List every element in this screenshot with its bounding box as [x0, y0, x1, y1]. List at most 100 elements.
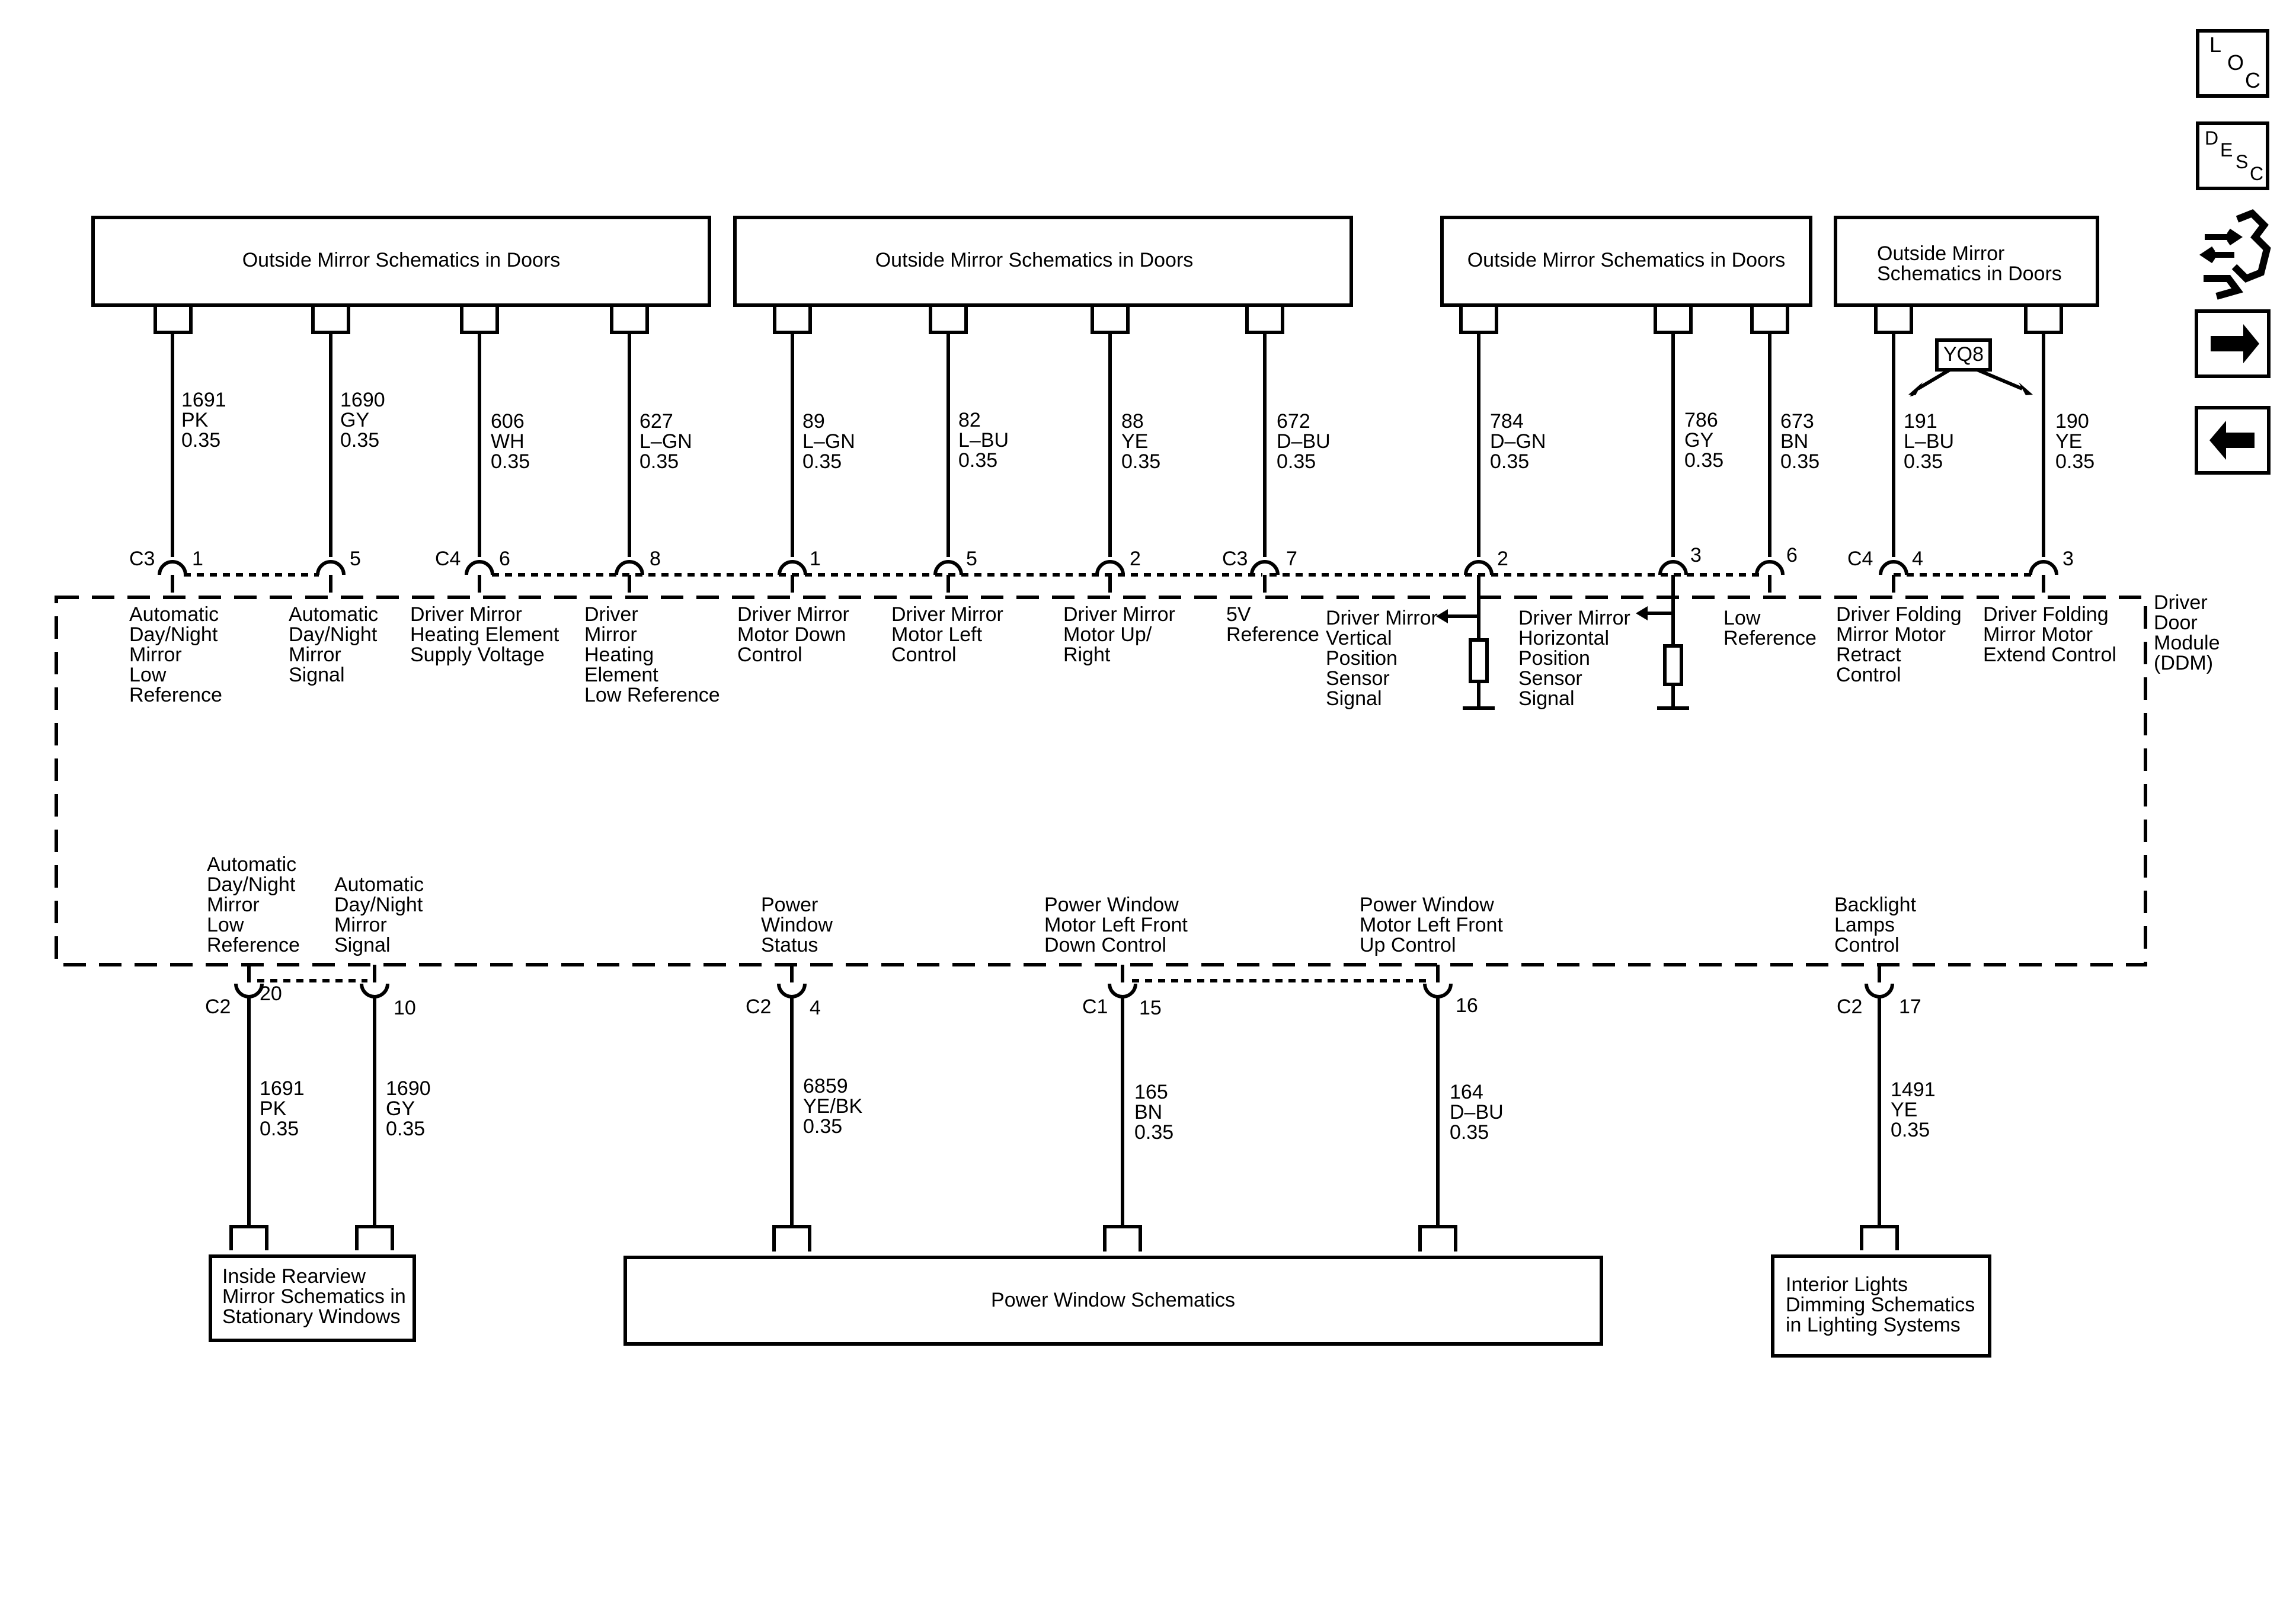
- circuit-function: Control: [1836, 664, 1901, 686]
- top-block-label: Outside Mirror Schematics in Doors: [1467, 249, 1786, 271]
- pin-number: 16: [1456, 994, 1478, 1017]
- wire-color: YE: [1891, 1099, 1917, 1121]
- top-circuit-1690: 1690 GY 0.35 5 Automatic Day/Night Mirro…: [289, 306, 385, 686]
- svg-text:C: C: [2250, 163, 2263, 184]
- circuit-function: Reference: [129, 684, 222, 706]
- wire-color: D–BU: [1450, 1101, 1504, 1124]
- pin-number: 5: [350, 548, 361, 570]
- pin-number: 5: [966, 548, 977, 570]
- circuit-function: 5V: [1226, 603, 1251, 626]
- circuit-function: Signal: [289, 664, 345, 686]
- circuit-function: Low: [207, 914, 244, 936]
- top-block-label: Outside Mirror Schematics in Doors: [242, 249, 561, 271]
- circuit-function: Down Control: [1044, 934, 1166, 956]
- circuit-function: Reference: [1723, 627, 1817, 649]
- svg-text:E: E: [2220, 139, 2233, 161]
- wire-gauge: 0.35: [1450, 1121, 1489, 1144]
- wire-color: WH: [491, 430, 525, 453]
- bottom-block-3: Interior Lights Dimming Schematics in Li…: [1771, 1254, 1991, 1358]
- circuit-number: 786: [1684, 409, 1718, 431]
- circuit-number: 190: [2055, 410, 2089, 433]
- circuit-function: Lamps: [1834, 914, 1895, 936]
- top-circuit-1691: 1691 PK 0.35 1 Automatic Day/Night Mirro…: [129, 306, 226, 706]
- circuit-function: Motor Left Front: [1360, 914, 1503, 936]
- connector-id: C1: [1082, 996, 1108, 1018]
- wire-gauge: 0.35: [1780, 450, 1819, 473]
- circuit-function: Signal: [1518, 687, 1575, 710]
- wire-gauge: 0.35: [1277, 450, 1316, 473]
- wire-color: BN: [1134, 1101, 1162, 1124]
- circuit-function: Element: [584, 664, 658, 686]
- circuit-function: Motor Left: [891, 623, 983, 646]
- svg-text:Module: Module: [2154, 632, 2220, 654]
- circuit-function: Driver Folding: [1836, 603, 1962, 626]
- top-circuit-190: 190 YE 0.35 3 Driver Folding Mirror Moto…: [1983, 306, 2116, 666]
- circuit-function: Automatic: [289, 603, 378, 626]
- wire-gauge: 0.35: [639, 450, 679, 473]
- module-name: Driver Door Module (DDM): [2154, 591, 2220, 674]
- bottom-block-2: Power Window Schematics: [623, 1256, 1603, 1346]
- pin-number: 4: [1912, 548, 1923, 570]
- circuit-function: Reference: [207, 934, 300, 956]
- bottom-block-label: Mirror Schematics in: [222, 1285, 406, 1308]
- circuit-function: Sensor: [1326, 667, 1390, 690]
- back-arrow-icon[interactable]: [2195, 406, 2271, 475]
- pin-number: 3: [2062, 548, 2074, 570]
- circuit-function: Vertical: [1326, 627, 1392, 649]
- wire-color: L–BU: [1904, 430, 1954, 453]
- circuit-function: Automatic: [207, 853, 296, 876]
- connector-view-icon[interactable]: [2199, 209, 2271, 300]
- circuit-function: Horizontal: [1518, 627, 1609, 649]
- wire-gauge: 0.35: [802, 450, 842, 473]
- circuit-function: Driver Mirror: [737, 603, 849, 626]
- circuit-function: Power Window: [1360, 894, 1494, 916]
- bottom-circuit-1491: 17 1491 YE 0.35 Backlight Lamps Control: [1834, 894, 1936, 1250]
- circuit-function: Status: [761, 934, 818, 956]
- circuit-number: 673: [1780, 410, 1814, 433]
- wire-color: YE/BK: [803, 1095, 862, 1118]
- pin-number: 4: [810, 997, 821, 1019]
- svg-text:D: D: [2205, 127, 2218, 149]
- circuit-function: Motor Down: [737, 623, 846, 646]
- circuit-function: Position: [1326, 647, 1398, 670]
- top-block-4: Outside Mirror Schematics in Doors: [1834, 216, 2099, 307]
- circuit-function: Automatic: [334, 873, 424, 896]
- circuit-function: Driver Mirror: [1326, 607, 1438, 629]
- bottom-block-label: Dimming Schematics: [1786, 1294, 1975, 1316]
- top-circuit-82: 82 L–BU 0.35 5 Driver Mirror Motor Left …: [891, 306, 1009, 666]
- circuit-function: Driver Mirror: [1063, 603, 1175, 626]
- desc-icon[interactable]: D E S C: [2196, 121, 2269, 190]
- circuit-function: Motor Up/: [1063, 623, 1152, 646]
- loc-icon[interactable]: L O C: [2196, 29, 2269, 98]
- bottom-circuit-1691: 20 1691 PK 0.35 Automatic Day/Night Mirr…: [207, 853, 305, 1250]
- connector-id: C3: [1222, 548, 1248, 570]
- pin-number: 20: [260, 982, 282, 1005]
- circuit-number: 1691: [181, 389, 226, 411]
- circuit-number: 191: [1904, 410, 1937, 433]
- circuit-function: Up Control: [1360, 934, 1456, 956]
- top-circuit-89: 89 L–GN 0.35 1 Driver Mirror Motor Down …: [737, 306, 855, 666]
- pin-number: 1: [192, 548, 203, 570]
- top-circuit-784: 784 D–GN 0.35 2 Driver Mirror Vertical P…: [1326, 306, 1546, 710]
- svg-text:L: L: [2209, 33, 2221, 57]
- pin-number: 8: [650, 548, 661, 570]
- pin-number: 1: [810, 548, 821, 570]
- wire-gauge: 0.35: [2055, 450, 2094, 473]
- circuit-number: 784: [1490, 410, 1524, 433]
- wire-color: D–GN: [1490, 430, 1546, 453]
- next-arrow-icon[interactable]: [2195, 309, 2271, 378]
- circuit-function: Heating Element: [410, 623, 559, 646]
- wire-color: L–GN: [802, 430, 855, 453]
- circuit-function: Low: [1723, 607, 1761, 629]
- circuit-number: 82: [958, 409, 981, 431]
- bottom-block-label: in Lighting Systems: [1786, 1314, 1961, 1336]
- circuit-function: Automatic: [129, 603, 219, 626]
- wire-color: PK: [181, 409, 209, 431]
- pin-number: 6: [499, 548, 510, 570]
- wire-color: YE: [2055, 430, 2082, 453]
- circuit-function: Right: [1063, 644, 1111, 666]
- circuit-number: 606: [491, 410, 525, 433]
- wire-gauge: 0.35: [1891, 1119, 1930, 1141]
- wire-gauge: 0.35: [1121, 450, 1160, 473]
- top-circuit-606: 606 WH 0.35 6 Driver Mirror Heating Elem…: [410, 306, 559, 666]
